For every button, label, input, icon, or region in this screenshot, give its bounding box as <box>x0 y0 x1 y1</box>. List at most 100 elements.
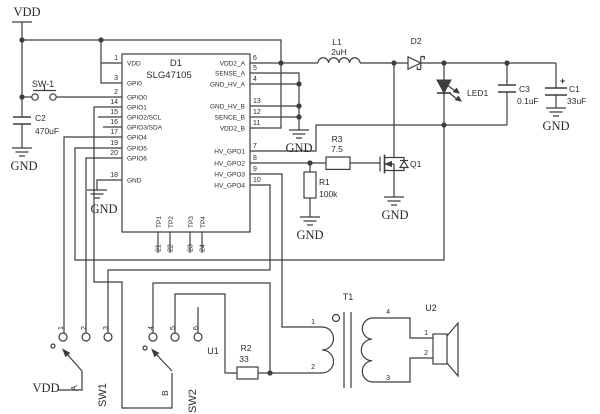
ic-pin-num-6: 6 <box>253 55 257 62</box>
wires <box>12 21 557 409</box>
ic-pin-num-9: 9 <box>253 166 257 173</box>
sw1-contact-1-label: 1 <box>58 326 65 330</box>
r2-ref: R2 <box>241 343 252 353</box>
u2-speaker-body <box>432 333 448 365</box>
d2-cathode-bar <box>416 55 425 71</box>
sw1-contact-2 <box>81 332 91 342</box>
sw2-common-label: B <box>160 390 170 396</box>
ic-pin-num-17: 17 <box>110 129 118 136</box>
u2-pin1-label: 1 <box>424 330 428 337</box>
ic-pin-num-16: 16 <box>110 119 118 126</box>
gnd-label-q1: GND <box>381 208 408 222</box>
ic-pin-name-sensea: SENSE_A <box>215 71 246 78</box>
t1-pin2-label: 2 <box>311 364 315 371</box>
c1-ref: C1 <box>569 84 580 94</box>
ic-pin-name-gpio4: GPIO4 <box>127 135 147 142</box>
gnd-symbol-sense <box>289 129 309 139</box>
ic-pin-num-15: 15 <box>110 109 118 116</box>
gnd-symbol-c2 <box>12 147 32 157</box>
c3-capacitor <box>498 84 516 93</box>
sw2-arm-arrowhead <box>151 348 160 358</box>
sw2-contact-6-label: 6 <box>193 326 200 330</box>
sw-1-ref: SW-1 <box>32 79 54 89</box>
r1-resistor <box>303 171 317 199</box>
q1-source-arrow <box>384 160 392 168</box>
ic-pin-name-gpio6: GPIO6 <box>127 156 147 163</box>
r2-value: 33 <box>239 354 249 364</box>
t1-pin4-label: 4 <box>386 309 390 316</box>
r1-ref: R1 <box>319 177 330 187</box>
r3-resistor <box>325 156 351 170</box>
d2-diode <box>407 55 423 71</box>
gnd-symbol-c1 <box>546 107 566 117</box>
d2-ref: D2 <box>411 36 422 46</box>
t1-pin1-label: 1 <box>311 319 315 326</box>
ic-pin-num-4: 4 <box>253 76 257 83</box>
ic-pin-name-vdd2b: VDD2_B <box>220 126 245 133</box>
led1-diode <box>436 79 452 95</box>
ic-pin-name-vdd: VDD <box>127 61 141 68</box>
ic-pin-num-10: 10 <box>253 177 261 184</box>
sw2-contact-5-label: 5 <box>170 326 177 330</box>
sw1-common-label: A <box>69 385 79 391</box>
vdd-label-sw1: VDD <box>32 381 59 395</box>
gnd-label-r1: GND <box>296 228 323 242</box>
ic-ref: D1 <box>170 58 182 69</box>
ic-pin-num-8: 8 <box>253 155 257 162</box>
sw2-contact-4-label: 4 <box>148 326 155 330</box>
r3-ref: R3 <box>332 134 343 144</box>
sw-1-contact-left <box>31 93 39 101</box>
ic-tp4-label: TP4 <box>200 216 207 228</box>
ic-pin-num-18: 18 <box>110 172 118 179</box>
t1-ref: T1 <box>343 292 354 302</box>
ic-pin-num-11: 11 <box>253 120 260 127</box>
ic-pin-name-hvgpo1: HV_GPO1 <box>214 149 245 156</box>
c3-value: 0.1uF <box>517 96 539 106</box>
junction-dots <box>19 37 510 376</box>
sw1-rest-contact <box>50 343 56 349</box>
ic-pin-name-gpio0: GPIO0 <box>127 95 147 102</box>
led1-light-arrows <box>447 85 458 100</box>
ic-pin-name-gndhvb: GND_HV_B <box>210 104 245 111</box>
gnd-label-ic: GND <box>90 202 117 216</box>
sw2-contact-4 <box>148 332 158 342</box>
ic-pin-num-7: 7 <box>253 143 257 150</box>
c1-value: 33uF <box>567 96 586 106</box>
symbols <box>12 37 567 380</box>
ic-pin-num-5: 5 <box>253 65 257 72</box>
ic-pin-num-23: 23 <box>188 244 195 252</box>
c2-capacitor <box>13 116 31 125</box>
ic-pin-name-gnd: GND <box>127 178 142 185</box>
t1-phase-dot <box>331 313 341 323</box>
u2-pin2-label: 2 <box>424 350 428 357</box>
ic-pin-name-vdd2a: VDD2_A <box>220 61 246 68</box>
ic-body <box>121 53 251 233</box>
ic-pin-name-gpio5: GPIO5 <box>127 146 147 153</box>
c1-capacitor <box>545 87 567 96</box>
r3-value: 7.5 <box>331 144 343 154</box>
ic-pin-name-gpio3: GPIO3/SDA <box>127 125 163 132</box>
l1-ref: L1 <box>332 37 342 47</box>
sw1-contact-1 <box>58 332 68 342</box>
q1-ref: Q1 <box>410 159 422 169</box>
ic-pin-num-13: 13 <box>253 98 261 105</box>
ic-pin-name-gpi0: GPI0 <box>127 81 142 88</box>
sw1-ref: SW1 <box>97 383 109 407</box>
sw2-rest-contact <box>142 345 148 351</box>
t1-pin3-label: 3 <box>386 375 390 382</box>
ic-pin-num-1: 1 <box>114 55 118 62</box>
ic-pin-name-gpio1: GPIO1 <box>127 105 147 112</box>
ic-pin-num-14: 14 <box>110 99 118 106</box>
ic-pin-num-12: 12 <box>253 109 261 116</box>
gnd-symbol-ic <box>87 189 107 199</box>
gnd-symbol-r1 <box>300 216 320 226</box>
vdd-label-top: VDD <box>13 5 40 19</box>
l1-value: 2uH <box>331 47 347 57</box>
ic-pin-name-hvgpo4: HV_GPO4 <box>214 183 245 190</box>
ic-pin-name-hvgpo3: HV_GPO3 <box>214 172 245 179</box>
gnd-label-c2: GND <box>10 159 37 173</box>
c1-polarity-plus: + <box>560 76 565 86</box>
ic-pin-name-gpio2: GPIO2/SCL <box>127 115 162 122</box>
ic-pin-num-3: 3 <box>114 75 118 82</box>
